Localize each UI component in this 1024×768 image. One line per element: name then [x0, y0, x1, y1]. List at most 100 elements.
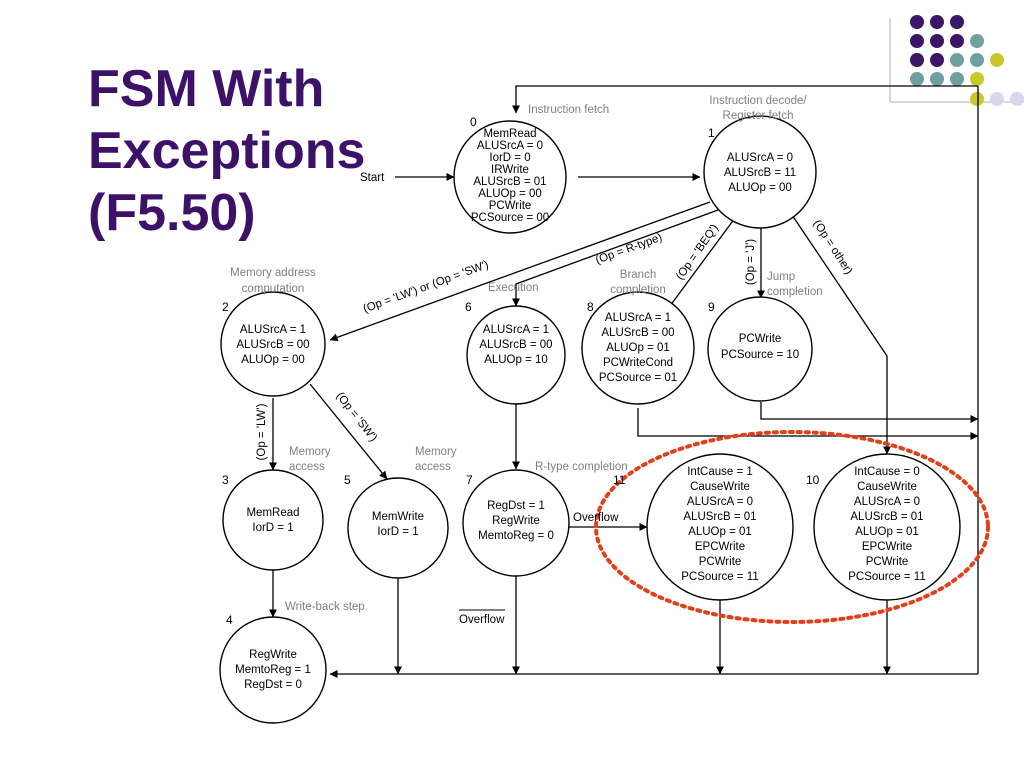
state-11-number: 11 [613, 473, 626, 487]
decor-dot [990, 92, 1004, 106]
state-1-line: ALUSrcB = 11 [724, 167, 796, 179]
state-10-line: PCSource = 11 [848, 571, 925, 583]
label-decode-line1: Instruction decode/ [709, 95, 807, 107]
decor-dot [970, 34, 984, 48]
state-9-line: PCSource = 10 [721, 349, 799, 361]
state-0-line: PCSource = 00 [471, 212, 549, 224]
decor-dot [970, 92, 984, 106]
state-11-line: EPCWrite [695, 541, 745, 553]
state-10: 10 IntCause = 0 CauseWrite ALUSrcA = 0 A… [806, 453, 961, 601]
step-labels: Instruction fetch Instruction decode/ Re… [230, 95, 822, 613]
state-10-number: 10 [806, 473, 820, 487]
state-8-number: 8 [587, 300, 594, 314]
label-jump-line1: Jump [767, 271, 795, 283]
state-8-line: ALUSrcA = 1 [605, 312, 671, 324]
state-11-line: ALUSrcB = 01 [683, 511, 756, 523]
decor-dot [950, 53, 964, 67]
state-0-line: MemRead [483, 128, 536, 140]
cond-other: (Op = other) [811, 218, 855, 277]
state-0-line: ALUSrcB = 01 [473, 176, 546, 188]
decor-dot [970, 53, 984, 67]
state-4-number: 4 [226, 613, 233, 627]
decor-dot [950, 15, 964, 29]
label-mem-access-lw-line2: access [289, 461, 325, 473]
state-4-line: RegDst = 0 [244, 679, 302, 691]
cond-lw: (Op = 'LW') [256, 403, 268, 460]
decor-dot [930, 53, 944, 67]
state-5: 5 MemWrite IorD = 1 [344, 473, 449, 579]
cond-sw: (Op = 'SW') [333, 390, 379, 444]
state-10-line: EPCWrite [862, 541, 912, 553]
state-9-line: PCWrite [739, 333, 782, 345]
state-4-circle [219, 616, 327, 724]
state-6: 6 ALUSrcA = 1 ALUSrcB = 00 ALUOp = 10 [465, 300, 566, 405]
state-10-line: IntCause = 0 [854, 466, 920, 478]
decor-dot [950, 72, 964, 86]
label-start: Start [360, 172, 385, 184]
title-line-3: (F5.50) [88, 184, 256, 242]
state-7-number: 7 [466, 473, 473, 487]
title-line-2: Exceptions [88, 122, 366, 180]
state-3: 3 MemRead IorD = 1 [222, 469, 324, 571]
state-1-number: 1 [708, 126, 715, 140]
state-2-number: 2 [222, 300, 229, 314]
state-2-circle [220, 291, 326, 397]
state-0-number: 0 [470, 115, 477, 129]
state-2-line: ALUSrcA = 1 [240, 324, 306, 336]
decor-dot [930, 15, 944, 29]
decor-dot [990, 53, 1004, 67]
exception-highlight-ellipse [594, 430, 990, 624]
label-execution: Execution [488, 282, 539, 294]
state-10-line: PCWrite [866, 556, 909, 568]
arrow-2-to-5 [309, 383, 388, 480]
state-2-line: ALUSrcB = 00 [236, 339, 309, 351]
state-10-line: ALUSrcA = 0 [854, 496, 920, 508]
state-2: 2 ALUSrcA = 1 ALUSrcB = 00 ALUOp = 00 [220, 291, 326, 397]
state-1-circle [703, 115, 817, 229]
state-3-circle [222, 469, 324, 571]
state-8-line: ALUSrcB = 00 [601, 327, 674, 339]
cond-jump: (Op = 'J') [745, 239, 757, 285]
arrow-1-to-2 [329, 201, 711, 342]
state-0-line: ALUOp = 00 [478, 188, 542, 200]
decor-dot [910, 72, 924, 86]
label-decode-line2: Register fetch [723, 110, 794, 122]
arrow-1-to-6 [512, 209, 719, 307]
decor-dots [910, 15, 1024, 106]
label-branch-line2: completion [610, 284, 666, 296]
state-10-line: ALUSrcB = 01 [850, 511, 923, 523]
state-11-circle [646, 453, 794, 601]
cond-r-type: (Op = R-type) [594, 232, 664, 267]
state-10-line: CauseWrite [857, 481, 917, 493]
state-6-number: 6 [465, 300, 472, 314]
state-2-line: ALUOp = 00 [241, 354, 305, 366]
decor-dot [910, 53, 924, 67]
state-11: 11 IntCause = 1 CauseWrite ALUSrcA = 0 A… [613, 453, 794, 601]
state-0-circle [453, 120, 567, 234]
label-mem-addr-line1: Memory address [230, 267, 316, 279]
state-9-circle [707, 296, 813, 402]
state-8: 8 ALUSrcA = 1 ALUSrcB = 00 ALUOp = 01 PC… [581, 291, 695, 405]
decor-dot [930, 34, 944, 48]
state-6-line: ALUSrcA = 1 [483, 324, 549, 336]
state-5-line: IorD = 1 [377, 526, 418, 538]
state-8-circle [581, 291, 695, 405]
state-6-line: ALUOp = 10 [484, 354, 548, 366]
state-5-circle [347, 477, 449, 579]
state-7-line: MemtoReg = 0 [478, 530, 554, 542]
label-branch-line1: Branch [620, 269, 656, 281]
label-mem-access-sw-line1: Memory [415, 446, 457, 458]
state-1: 1 ALUSrcA = 0 ALUSrcB = 11 ALUOp = 00 [703, 115, 817, 229]
arrow-9-to-bus [760, 402, 979, 423]
state-4-line: MemtoReg = 1 [235, 664, 311, 676]
state-6-line: ALUSrcB = 00 [479, 339, 552, 351]
state-11-line: CauseWrite [690, 481, 750, 493]
state-11-line: PCSource = 11 [681, 571, 758, 583]
state-8-line: ALUOp = 01 [606, 342, 670, 354]
state-0-line: IRWrite [491, 164, 529, 176]
state-0-line: IorD = 0 [489, 152, 530, 164]
arrow-8-to-bus [637, 408, 979, 440]
state-10-circle [813, 453, 961, 601]
label-write-back: Write-back step [285, 601, 365, 613]
